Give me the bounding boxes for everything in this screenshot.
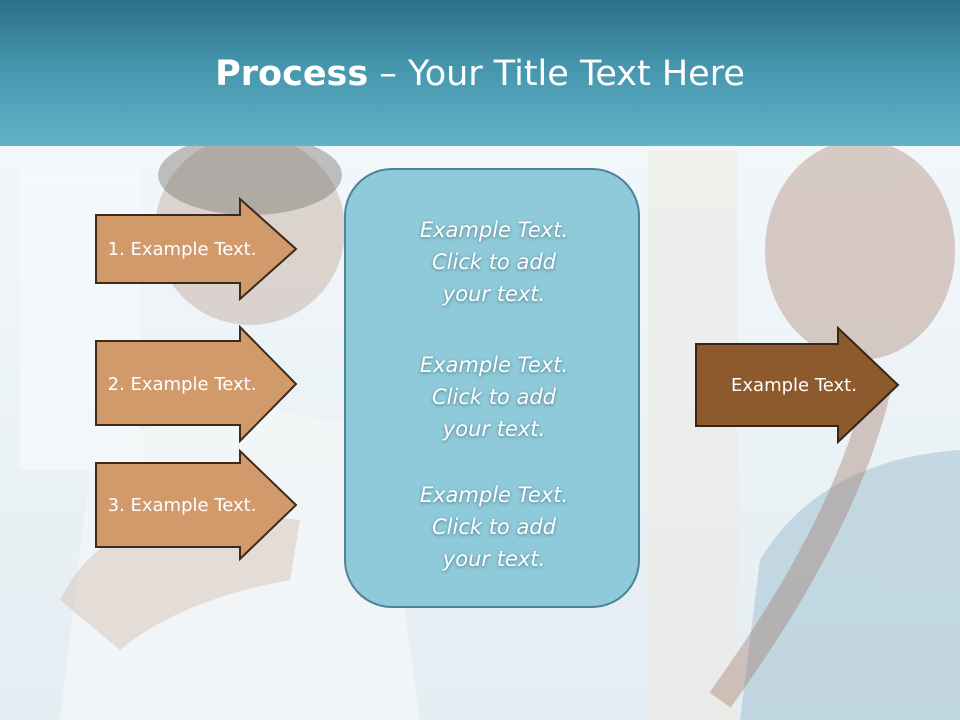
step-label: 3. Example Text. bbox=[107, 494, 257, 516]
step-arrow-2[interactable]: 2. Example Text. bbox=[94, 325, 298, 443]
center-line: your text. bbox=[442, 282, 546, 306]
arrow-right-shape bbox=[95, 325, 298, 443]
center-line: your text. bbox=[442, 417, 546, 441]
step-arrow-1[interactable]: 1. Example Text. bbox=[94, 197, 298, 307]
center-line: Click to add bbox=[431, 250, 556, 274]
center-text-block-3: Example Text. Click to add your text. bbox=[346, 479, 642, 575]
center-line: Example Text. bbox=[419, 483, 569, 507]
center-text-box[interactable]: Example Text. Click to add your text. Ex… bbox=[344, 168, 640, 608]
center-line: Example Text. bbox=[419, 353, 569, 377]
arrow-right-shape bbox=[95, 449, 298, 562]
center-text-block-1: Example Text. Click to add your text. bbox=[346, 214, 642, 310]
center-line: Click to add bbox=[431, 385, 556, 409]
arrow-right-shape bbox=[95, 197, 298, 301]
output-arrow[interactable]: Example Text. bbox=[694, 325, 900, 445]
center-text-block-2: Example Text. Click to add your text. bbox=[346, 349, 642, 445]
center-line: Example Text. bbox=[419, 218, 569, 242]
arrow-right-shape bbox=[695, 325, 900, 445]
center-line: Click to add bbox=[431, 515, 556, 539]
output-label: Example Text. bbox=[731, 374, 857, 396]
title-bar bbox=[0, 0, 960, 146]
title-bold: Process bbox=[215, 54, 369, 94]
center-line: your text. bbox=[442, 547, 546, 571]
step-arrow-3[interactable]: 3. Example Text. bbox=[94, 449, 298, 562]
slide-title[interactable]: Process – Your Title Text Here bbox=[0, 52, 960, 96]
step-label: 2. Example Text. bbox=[107, 373, 257, 395]
title-rest: – Your Title Text Here bbox=[368, 54, 745, 94]
step-label: 1. Example Text. bbox=[107, 238, 257, 260]
